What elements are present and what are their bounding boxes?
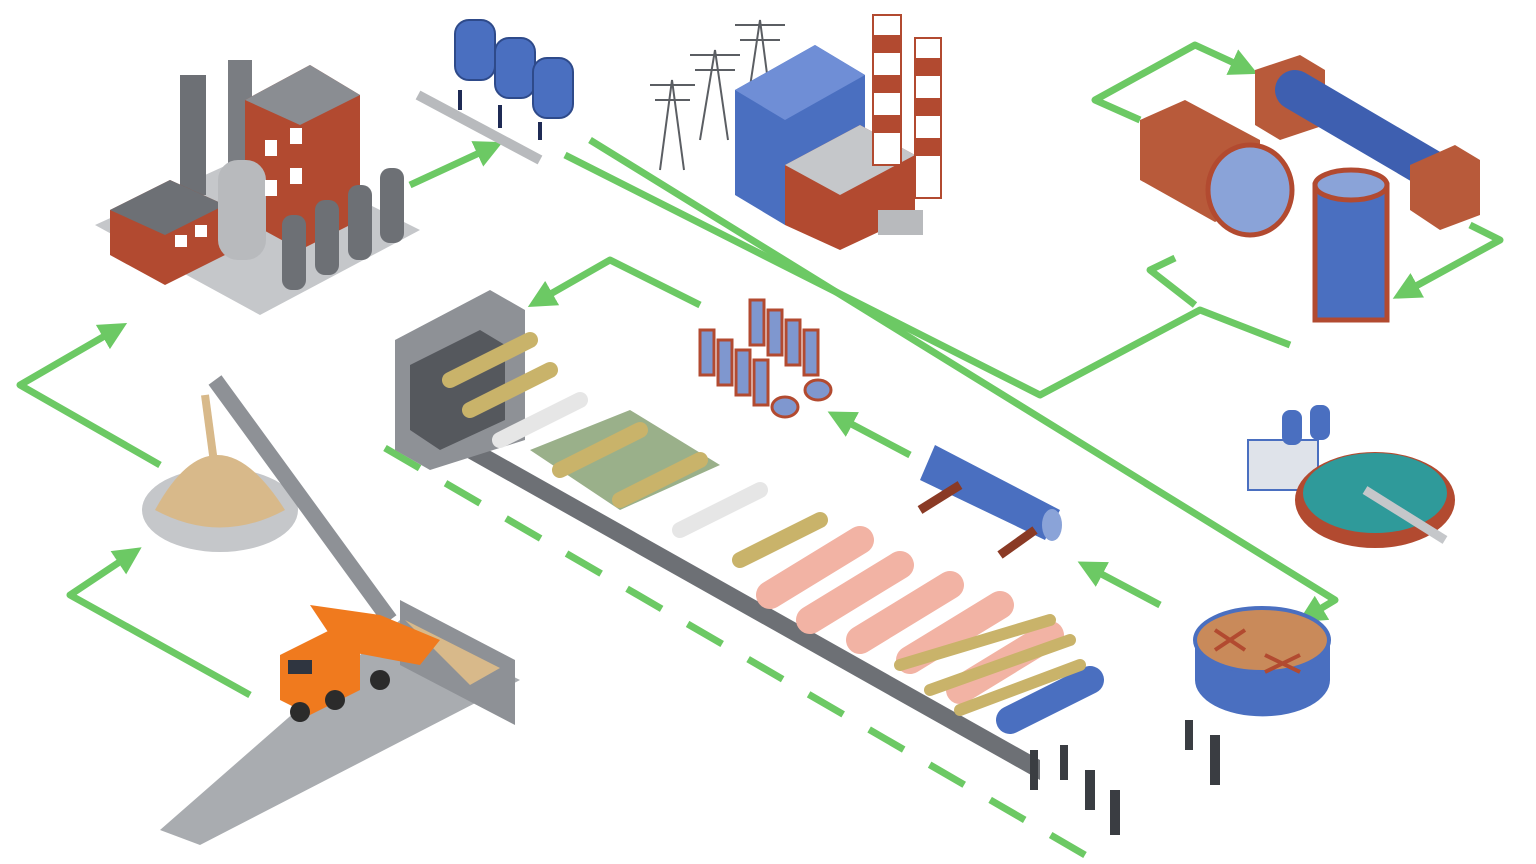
flow-arrow bbox=[827, 411, 912, 459]
flow-arrow bbox=[1091, 41, 1258, 124]
refiner-icon bbox=[917, 445, 1062, 559]
flow-arrows bbox=[16, 41, 1504, 859]
kiln-icon bbox=[1140, 55, 1480, 323]
flow-arrow bbox=[527, 256, 702, 309]
flow-arrow bbox=[16, 322, 162, 469]
paper-machine-icon bbox=[395, 290, 1220, 835]
water-treatment-icon bbox=[1247, 405, 1455, 548]
flow-arrow bbox=[66, 547, 252, 699]
silo-icon bbox=[698, 298, 833, 419]
flow-arrow bbox=[1392, 221, 1504, 299]
storage-tank-icon bbox=[1193, 606, 1331, 717]
factory-icon bbox=[95, 60, 420, 315]
woodchip-pile-icon bbox=[142, 375, 397, 625]
power-plant-icon bbox=[650, 14, 942, 250]
flow-arrow bbox=[588, 137, 1339, 623]
storage-tank-icon bbox=[415, 19, 574, 165]
flow-arrow bbox=[408, 141, 503, 189]
flow-arrow bbox=[1146, 254, 1198, 308]
flow-arrow bbox=[1077, 561, 1162, 609]
dump-truck-icon bbox=[160, 600, 520, 845]
